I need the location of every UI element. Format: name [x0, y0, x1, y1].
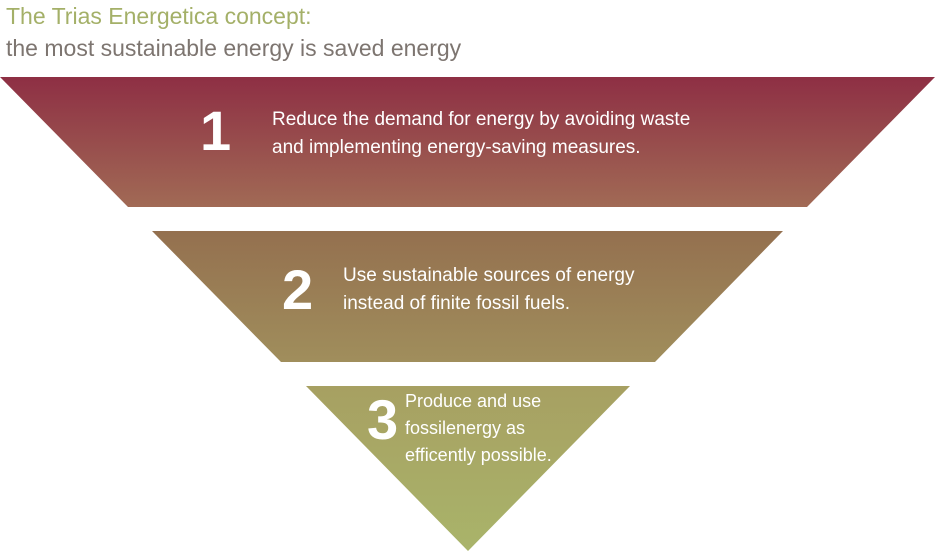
step-3-text: Produce and use fossilenergy as efficent… [405, 388, 552, 469]
step-3-text-line: Produce and use [405, 391, 542, 411]
step-1-text-line: and implementing energy-saving measures. [272, 137, 641, 158]
pyramid-band-middle [152, 231, 783, 362]
step-1-number: 1 [200, 99, 232, 162]
step-2-text-line: Use sustainable sources of energy [343, 265, 635, 286]
pyramid-band-bottom [306, 386, 630, 551]
step-1-text: Reduce the demand for energy by avoiding… [272, 106, 690, 162]
step-3-number: 3 [367, 388, 399, 451]
step-2-number: 2 [282, 258, 314, 321]
step-3-text-line: efficently possible. [405, 445, 552, 465]
step-1-text-line: Reduce the demand for energy by avoiding… [272, 109, 691, 130]
step-2-text: Use sustainable sources of energy instea… [343, 262, 635, 318]
step-2-text-line: instead of finite fossil fuels. [343, 293, 571, 314]
diagram-subtitle: the most sustainable energy is saved ene… [6, 35, 462, 61]
step-3-text-line: fossilenergy as [405, 418, 526, 438]
pyramid-band-top [0, 77, 935, 207]
diagram-title: The Trias Energetica concept: [6, 3, 312, 29]
